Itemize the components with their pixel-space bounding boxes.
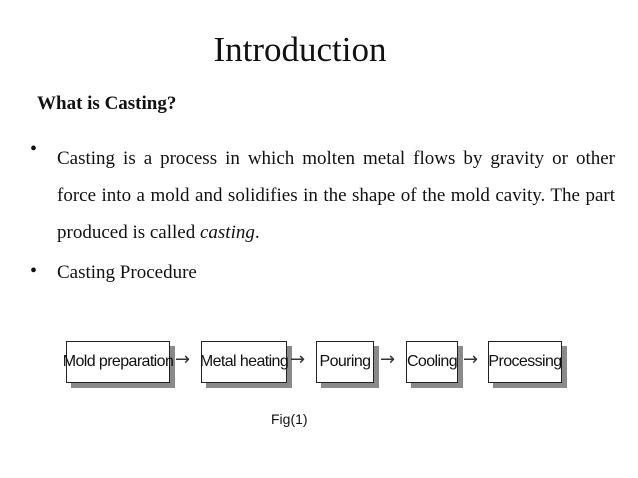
- arrow-right-icon: →: [290, 349, 306, 370]
- bullet-dot: •: [30, 260, 38, 282]
- casting-term: casting: [199, 222, 255, 243]
- bullet-casting-procedure: • Casting Procedure: [30, 260, 197, 284]
- step-pouring: Pouring: [316, 341, 374, 383]
- figure-caption: Fig(1): [271, 411, 308, 427]
- step-mold-preparation: Mold preparation: [63, 341, 174, 383]
- subheading: What is Casting?: [37, 93, 177, 114]
- step-processing: Processing: [488, 341, 562, 383]
- definition-text: Casting is a process in which molten met…: [57, 148, 615, 243]
- arrow-right-icon: →: [463, 349, 479, 370]
- bullet-text: Casting is a process in which molten met…: [57, 140, 615, 251]
- arrow-right-icon: →: [175, 349, 191, 370]
- bullet-dot: •: [30, 138, 38, 160]
- bullet-text: Casting Procedure: [57, 262, 197, 283]
- step-cooling: Cooling: [406, 341, 458, 383]
- slide-title: Introduction: [213, 30, 387, 69]
- arrow-right-icon: →: [380, 349, 396, 370]
- bullet-casting-definition: • Casting is a process in which molten m…: [30, 138, 615, 251]
- definition-end: .: [254, 222, 260, 243]
- casting-procedure-diagram: Mold preparation → Metal heating → Pouri…: [60, 335, 575, 410]
- step-metal-heating: Metal heating: [200, 341, 289, 383]
